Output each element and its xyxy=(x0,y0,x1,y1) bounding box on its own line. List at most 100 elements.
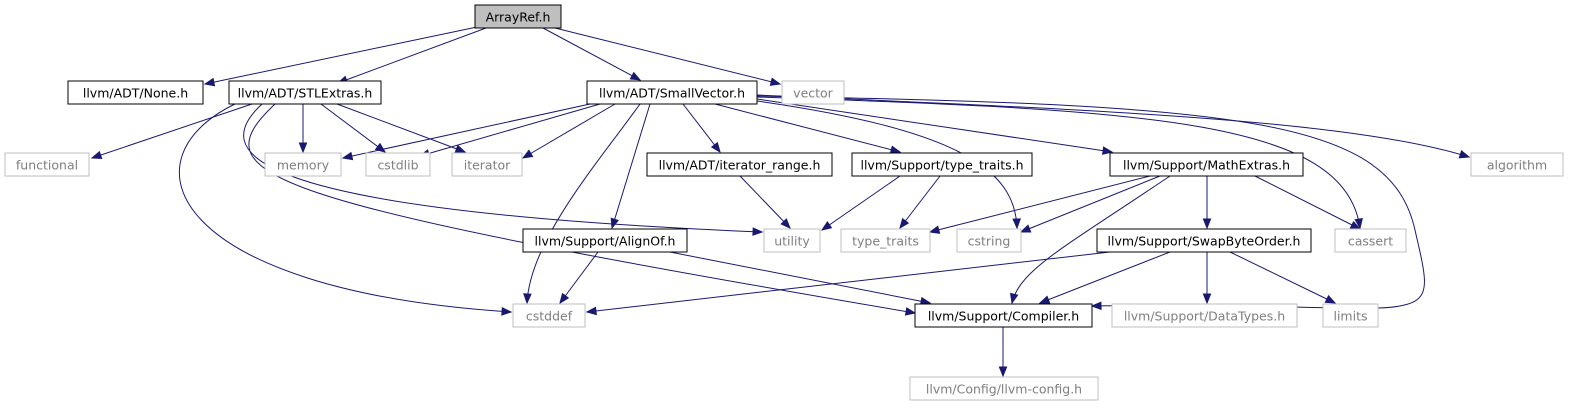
edge-smallvector-to-compiler xyxy=(756,95,1425,311)
edge-line xyxy=(1011,175,1171,304)
edge-arrowhead xyxy=(1019,224,1032,233)
edge-stlextras-to-cstddef xyxy=(178,103,513,316)
edge-arrowhead xyxy=(90,150,103,160)
edge-arrowhead xyxy=(1202,218,1212,230)
edge-smallvector-to-type_traits_h xyxy=(714,103,902,154)
node-swapbyteorder[interactable]: llvm/Support/SwapByteOrder.h xyxy=(1096,228,1312,253)
edge-stlextras-to-cstdlib xyxy=(320,103,387,153)
edge-smallvector-to-cstdlib xyxy=(418,103,601,158)
edge-arrowhead xyxy=(1012,218,1022,230)
nodes-layer: ArrayRef.h llvm/ADT/None.h llvm/ADT/STLExt… xyxy=(4,4,1564,401)
node-smallvector[interactable]: llvm/ADT/SmallVector.h xyxy=(586,80,758,105)
node-label: llvm/Support/AlignOf.h xyxy=(535,234,676,249)
node-label: cassert xyxy=(1348,234,1393,249)
edge-line xyxy=(320,103,386,153)
node-box xyxy=(4,152,90,177)
edge-type_traits_h-to-utility xyxy=(820,175,901,231)
node-label: cstring xyxy=(968,234,1011,249)
edge-arrowhead xyxy=(1038,295,1051,304)
edge-line xyxy=(1254,175,1361,230)
edge-stlextras-to-utility xyxy=(243,103,764,236)
edge-arrowhead xyxy=(998,366,1008,378)
node-cstring: cstring xyxy=(956,228,1022,253)
edge-arrowhead xyxy=(899,217,910,230)
node-datatypes: llvm/Support/DataTypes.h xyxy=(1111,303,1298,328)
edge-arrayref-to-none xyxy=(203,26,478,87)
node-cstddef: cstddef xyxy=(512,303,586,328)
edge-arrowhead xyxy=(1090,301,1102,311)
node-algorithm: algorithm xyxy=(1470,152,1564,177)
node-label: llvm/ADT/iterator_range.h xyxy=(659,158,821,173)
edge-arrowhead xyxy=(752,227,764,236)
edge-mathextras-to-cassert xyxy=(1254,175,1362,230)
node-utility: utility xyxy=(763,228,821,253)
edge-line xyxy=(542,27,641,81)
node-label: llvm/Support/MathExtras.h xyxy=(1123,158,1290,173)
edge-line xyxy=(756,95,1425,309)
edge-smallvector-to-iterator xyxy=(521,103,616,159)
edge-mathextras-to-swapbyteorder xyxy=(1202,176,1212,230)
node-label: llvm/Support/SwapByteOrder.h xyxy=(1108,234,1301,249)
node-box xyxy=(851,152,1033,177)
node-compiler[interactable]: llvm/Support/Compiler.h xyxy=(914,303,1093,328)
edge-smallvector-to-algorithm xyxy=(756,94,1471,159)
node-box xyxy=(840,228,931,253)
edge-arrowhead xyxy=(454,144,467,153)
edge-smallvector-to-cstddef xyxy=(523,103,641,305)
edge-mathextras-to-compiler xyxy=(1009,175,1171,305)
node-stlextras[interactable]: llvm/ADT/STLExtras.h xyxy=(228,80,382,105)
node-alignof[interactable]: llvm/Support/AlignOf.h xyxy=(522,228,688,253)
node-box xyxy=(1334,228,1407,253)
edge-arrowhead xyxy=(710,141,721,154)
edge-arrowhead xyxy=(889,145,902,154)
node-box xyxy=(522,228,688,253)
node-box xyxy=(228,80,382,105)
node-box xyxy=(586,80,758,105)
edge-line xyxy=(1229,251,1336,304)
node-label: llvm/Support/DataTypes.h xyxy=(1124,309,1285,324)
edge-line xyxy=(522,103,616,159)
node-iterator_range[interactable]: llvm/ADT/iterator_range.h xyxy=(646,152,833,177)
edge-arrowhead xyxy=(820,221,833,231)
edge-swapbyteorder-to-cstddef xyxy=(585,251,1111,316)
node-mathextras[interactable]: llvm/Support/MathExtras.h xyxy=(1109,152,1304,177)
edge-iterator_range-to-utility xyxy=(739,175,791,229)
edge-smallvector-to-alignof xyxy=(610,103,651,230)
node-box xyxy=(1109,152,1304,177)
edge-arrowhead xyxy=(1458,150,1471,159)
edge-line xyxy=(559,251,599,304)
edge-arrowhead xyxy=(559,292,570,305)
edge-stlextras-to-memory xyxy=(298,104,308,154)
edges-layer xyxy=(90,26,1471,378)
node-label: utility xyxy=(774,234,810,249)
node-arrayref[interactable]: ArrayRef.h xyxy=(474,4,562,29)
node-label: cstddef xyxy=(526,309,573,324)
node-limits: limits xyxy=(1322,303,1379,328)
node-label: llvm/Support/Compiler.h xyxy=(928,309,1079,324)
edge-line xyxy=(248,103,916,314)
edge-line xyxy=(669,251,931,304)
node-box xyxy=(909,376,1099,401)
edge-arrowhead xyxy=(521,149,534,159)
edge-smallvector-to-mathextras xyxy=(756,98,1114,155)
node-label: cstdlib xyxy=(377,158,418,173)
edge-swapbyteorder-to-datatypes xyxy=(1202,252,1212,305)
edge-swapbyteorder-to-compiler xyxy=(1038,251,1171,304)
node-type_traits_h[interactable]: llvm/Support/type_traits.h xyxy=(851,152,1033,177)
edge-line xyxy=(336,103,466,153)
edge-arrowhead xyxy=(1102,146,1114,155)
edge-arrayref-to-stlextras xyxy=(336,27,487,84)
edge-line xyxy=(899,175,941,229)
node-box xyxy=(781,80,845,105)
node-box xyxy=(67,80,204,105)
node-label: vector xyxy=(793,86,834,101)
edge-arrayref-to-smallvector xyxy=(542,27,642,81)
edge-smallvector-to-memory xyxy=(341,103,591,161)
node-cassert: cassert xyxy=(1334,228,1407,253)
node-label: ArrayRef.h xyxy=(486,10,551,25)
node-none[interactable]: llvm/ADT/None.h xyxy=(67,80,204,105)
edge-stlextras-to-compiler xyxy=(248,103,917,316)
edge-line xyxy=(342,103,591,159)
edge-arrowhead xyxy=(298,142,308,154)
edge-smallvector-to-cassert xyxy=(756,96,1363,230)
